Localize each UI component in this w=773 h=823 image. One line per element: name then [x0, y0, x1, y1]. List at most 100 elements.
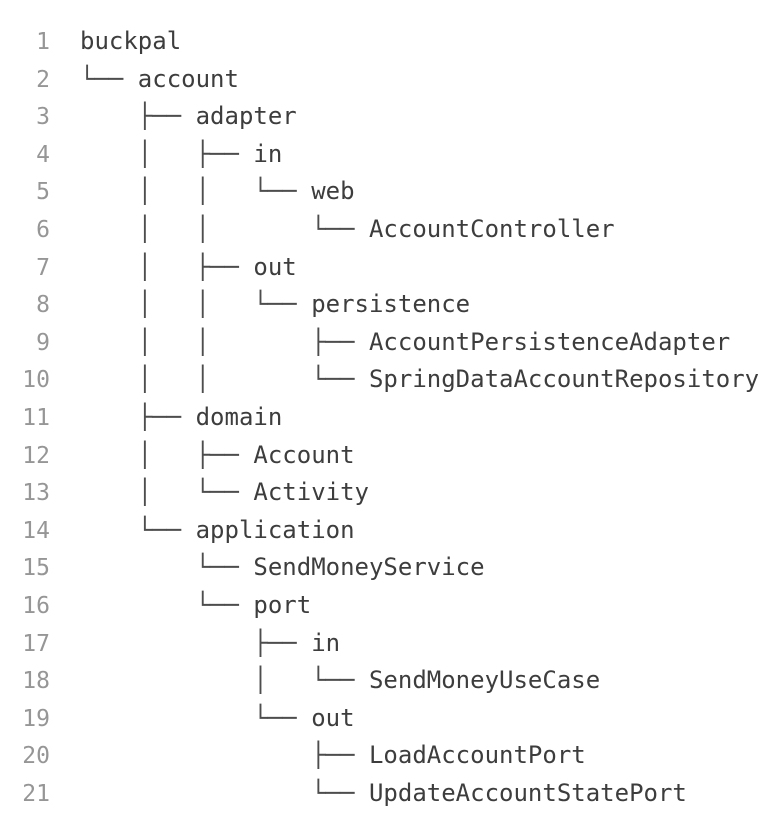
tree-row: 12 │ ├── Account	[0, 437, 773, 475]
tree-line: │ │ ├── AccountPersistenceAdapter	[80, 324, 730, 362]
tree-node-label: out	[311, 703, 355, 732]
tree-line: │ └── SendMoneyUseCase	[80, 662, 600, 700]
tree-node-label: LoadAccountPort	[368, 741, 586, 770]
tree-branch-prefix: │ └──	[80, 666, 369, 695]
line-number: 10	[22, 367, 50, 394]
tree-line: buckpal	[80, 23, 181, 61]
line-number: 6	[36, 216, 50, 243]
tree-line: └── SendMoneyService	[80, 549, 485, 587]
tree-row: 1 buckpal	[0, 23, 773, 61]
tree-node-label: Activity	[253, 478, 369, 507]
tree-line: │ │ └── SpringDataAccountRepository	[80, 361, 759, 399]
line-number: 21	[22, 780, 50, 807]
tree-node-label: in	[253, 139, 283, 168]
tree-row: 9 │ │ ├── AccountPersistenceAdapter	[0, 324, 773, 362]
tree-row: 6 │ │ └── AccountController	[0, 211, 773, 249]
tree-row: 19 └── out	[0, 700, 773, 738]
tree-row: 2 └── account	[0, 61, 773, 99]
line-number: 3	[36, 104, 50, 131]
tree-branch-prefix: │ │ └──	[80, 365, 369, 394]
tree-row: 5 │ │ └── web	[0, 173, 773, 211]
line-number: 19	[22, 705, 50, 732]
tree-line: │ ├── in	[80, 136, 283, 174]
line-number: 4	[36, 141, 50, 168]
tree-line: │ ├── Account	[80, 437, 355, 475]
tree-node-label: web	[311, 177, 355, 206]
tree-line: │ └── Activity	[80, 474, 369, 512]
tree-line: └── UpdateAccountStatePort	[80, 775, 687, 813]
tree-branch-prefix: │ └──	[80, 478, 254, 507]
tree-node-label: persistence	[311, 290, 471, 319]
line-number: 9	[36, 329, 50, 356]
line-number: 20	[22, 743, 50, 770]
tree-node-label: buckpal	[80, 27, 182, 55]
tree-node-label: SpringDataAccountRepository	[368, 365, 760, 394]
tree-branch-prefix: │ ├──	[80, 440, 254, 469]
tree-line: │ │ └── web	[80, 173, 355, 211]
tree-line: │ │ └── AccountController	[80, 211, 615, 249]
tree-row: 15 └── SendMoneyService	[0, 549, 773, 587]
tree-row: 8 │ │ └── persistence	[0, 286, 773, 324]
tree-row: 20 ├── LoadAccountPort	[0, 737, 773, 775]
tree-branch-prefix: └──	[80, 590, 254, 619]
tree-branch-prefix: └──	[80, 553, 254, 582]
tree-branch-prefix: │ │ └──	[80, 214, 369, 243]
tree-line: ├── LoadAccountPort	[80, 737, 586, 775]
line-number: 16	[22, 592, 50, 619]
tree-row: 11 ├── domain	[0, 399, 773, 437]
tree-line: └── out	[80, 700, 355, 738]
tree-line: ├── adapter	[80, 98, 297, 136]
tree-branch-prefix: │ │ ├──	[80, 327, 369, 356]
tree-branch-prefix: └──	[80, 778, 369, 807]
tree-row: 13 │ └── Activity	[0, 474, 773, 512]
tree-row: 17 ├── in	[0, 625, 773, 663]
tree-node-label: Account	[253, 440, 355, 469]
tree-branch-prefix: │ ├──	[80, 139, 254, 168]
tree-branch-prefix: ├──	[80, 102, 196, 131]
line-number: 15	[22, 555, 50, 582]
tree-node-label: port	[253, 590, 312, 619]
tree-line: ├── domain	[80, 399, 283, 437]
line-number: 1	[36, 29, 50, 55]
tree-row: 3 ├── adapter	[0, 98, 773, 136]
tree-line: └── account	[80, 61, 239, 99]
tree-node-label: SendMoneyUseCase	[368, 666, 601, 695]
tree-branch-prefix: ├──	[80, 402, 196, 431]
line-number: 7	[36, 254, 50, 281]
tree-row: 4 │ ├── in	[0, 136, 773, 174]
tree-line: ├── in	[80, 625, 340, 663]
tree-line: └── port	[80, 587, 312, 625]
tree-branch-prefix: ├──	[80, 741, 369, 770]
code-listing: 1 buckpal 2 └── account 3 ├── adapter 4 …	[0, 23, 773, 812]
tree-node-label: adapter	[195, 102, 297, 131]
line-number: 17	[22, 630, 50, 657]
tree-node-label: UpdateAccountStatePort	[368, 778, 687, 807]
tree-row: 16 └── port	[0, 587, 773, 625]
line-number: 5	[36, 179, 50, 206]
tree-line: └── application	[80, 512, 355, 550]
tree-node-label: application	[195, 515, 355, 544]
tree-row: 10 │ │ └── SpringDataAccountRepository	[0, 361, 773, 399]
tree-line: │ │ └── persistence	[80, 286, 470, 324]
tree-branch-prefix: │ │ └──	[80, 177, 312, 206]
tree-branch-prefix: └──	[80, 515, 196, 544]
line-number: 12	[22, 442, 50, 469]
line-number: 13	[22, 480, 50, 507]
tree-row: 14 └── application	[0, 512, 773, 550]
tree-line: │ ├── out	[80, 249, 297, 287]
line-number: 2	[36, 66, 50, 93]
tree-node-label: AccountPersistenceAdapter	[368, 327, 731, 356]
line-number: 18	[22, 668, 50, 695]
tree-node-label: out	[253, 252, 297, 281]
tree-branch-prefix: │ │ └──	[80, 290, 312, 319]
line-number: 8	[36, 292, 50, 319]
tree-node-label: in	[311, 628, 341, 657]
tree-branch-prefix: │ ├──	[80, 252, 254, 281]
tree-node-label: domain	[195, 402, 283, 431]
line-number: 11	[22, 404, 50, 431]
tree-row: 7 │ ├── out	[0, 249, 773, 287]
tree-branch-prefix: └──	[80, 64, 138, 93]
tree-branch-prefix: └──	[80, 703, 312, 732]
tree-row: 21 └── UpdateAccountStatePort	[0, 775, 773, 813]
tree-node-label: SendMoneyService	[253, 553, 485, 582]
